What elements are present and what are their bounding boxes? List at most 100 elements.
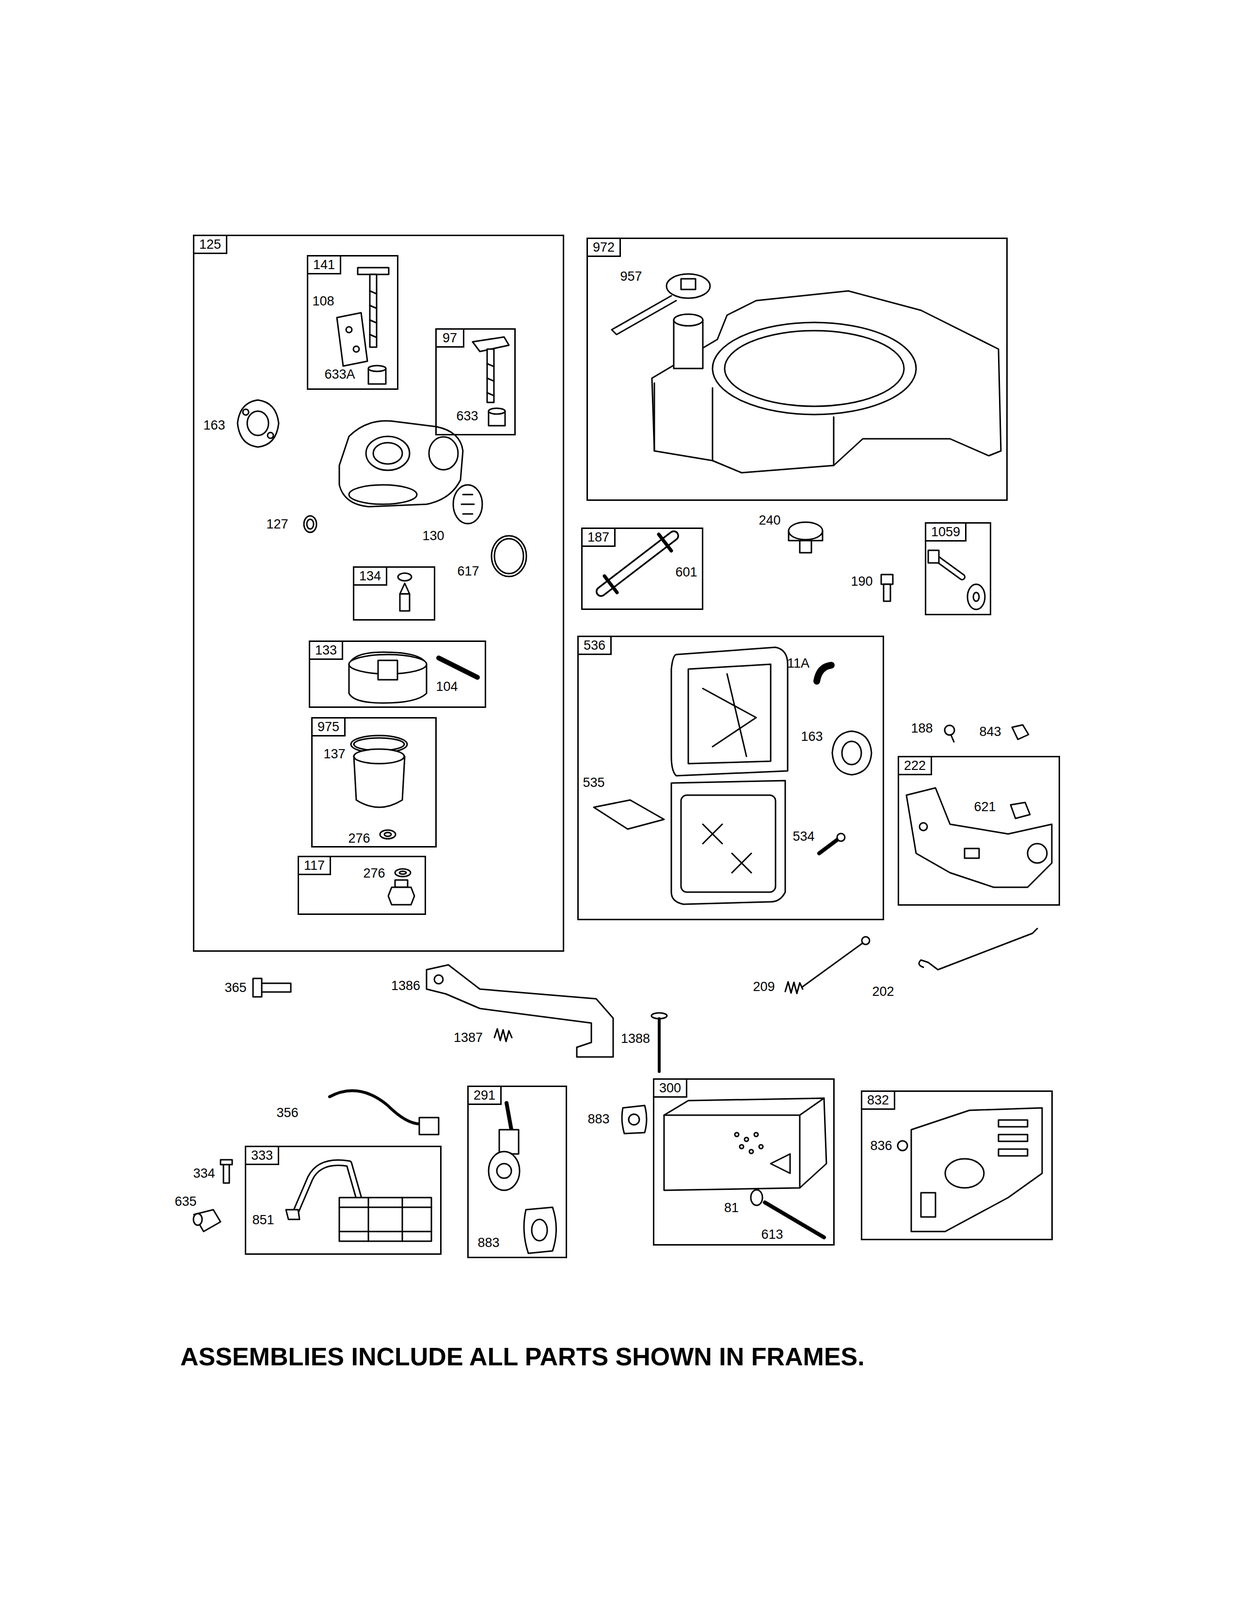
- bolt-washer-part: [967, 584, 985, 610]
- callout-number: 240: [758, 513, 781, 527]
- frame-number: 222: [897, 755, 933, 776]
- carburetor-gasket-part: [237, 399, 279, 447]
- ignition-parts-part: [419, 1117, 439, 1135]
- float-bowl-part: [384, 832, 392, 837]
- governor-bracket-part: [494, 1028, 512, 1042]
- idle-screw-part: [487, 348, 494, 403]
- air-cleaner-part: [832, 730, 872, 775]
- bowl-gasket-ring-part: [494, 538, 524, 574]
- callout-number: 130: [422, 529, 444, 543]
- float: [348, 651, 478, 703]
- needle-valve-part: [399, 593, 410, 611]
- muffler-part: [759, 1144, 763, 1149]
- carburetor-body: [339, 420, 463, 507]
- callout-number: 163: [203, 418, 225, 432]
- callout-number: 81: [724, 1201, 739, 1215]
- o-ring-part: [303, 515, 317, 533]
- small-hardware: [944, 724, 1029, 742]
- throttle-shaft-part: [368, 365, 386, 372]
- idle-screw-part: [488, 408, 506, 414]
- control-bracket-part: [964, 848, 980, 858]
- muffler-part: [749, 1149, 754, 1154]
- carburetor-gasket-part: [242, 409, 249, 415]
- callout-number: 843: [979, 725, 1001, 739]
- float-bowl-part: [380, 829, 396, 839]
- bolt: [253, 978, 291, 997]
- frame-number: 187: [581, 527, 616, 547]
- assembly-frame: 97633: [435, 328, 516, 436]
- needle-valve-part: [397, 572, 412, 581]
- spring-link-part: [919, 928, 1038, 970]
- air-cleaner-part: [593, 799, 665, 829]
- caption-note: ASSEMBLIES INCLUDE ALL PARTS SHOWN IN FR…: [180, 1342, 865, 1371]
- stop-switch-part: [531, 1219, 548, 1241]
- fuel-cap-part: [799, 540, 812, 553]
- stop-switch-part: [506, 1102, 512, 1130]
- assembly-frame: 53611A163535534: [577, 635, 885, 920]
- callout-number: 621: [973, 800, 996, 814]
- air-cleaner-part: [816, 665, 832, 682]
- callout-number: 365: [224, 981, 247, 995]
- callout-number: 633: [456, 409, 478, 423]
- assembly-frame: 972957: [586, 237, 1008, 501]
- muffler-part: [754, 1132, 759, 1137]
- muffler: [664, 1097, 827, 1237]
- air-cleaner-part: [671, 780, 786, 904]
- muffler-part: [744, 1137, 749, 1141]
- bolt-washer-part: [973, 592, 980, 602]
- carburetor-body-part: [373, 442, 403, 464]
- frame-number: 141: [306, 254, 342, 275]
- blower-housing-part: [681, 278, 696, 290]
- heat-shield: [897, 1107, 1043, 1232]
- stop-switch-part: [523, 1206, 557, 1253]
- heat-shield-part: [945, 1158, 984, 1188]
- muffler-part: [664, 1097, 824, 1188]
- frame-number: 117: [297, 855, 332, 875]
- bowl-nut-part: [399, 871, 407, 874]
- stop-switch-part: [499, 1129, 519, 1154]
- frame-number: 300: [652, 1077, 688, 1098]
- air-cleaner-part: [819, 838, 839, 854]
- frame-number: 1059: [924, 522, 967, 542]
- callout-number: 883: [477, 1236, 500, 1250]
- callout-number: 613: [760, 1227, 783, 1241]
- air-cleaner-part: [688, 664, 771, 764]
- stop-switch-part: [488, 1151, 520, 1190]
- callout-number: 535: [582, 776, 605, 790]
- float-bowl: [350, 735, 408, 839]
- callout-number: 11A: [787, 656, 810, 670]
- o-ring-part: [306, 519, 314, 529]
- welch-plug-part: [453, 484, 483, 524]
- air-cleaner: [593, 647, 872, 904]
- governor-bracket-part: [426, 964, 614, 1057]
- callout-number: 851: [252, 1213, 274, 1227]
- muffler-part: [739, 1144, 744, 1149]
- carburetor-body-part: [365, 436, 410, 471]
- ignition-parts-part: [223, 1163, 230, 1183]
- needle-valve-part: [399, 583, 410, 594]
- throttle-shaft-part: [336, 312, 368, 366]
- ignition-parts: [193, 1090, 439, 1241]
- ignition-parts-part: [193, 1213, 203, 1225]
- parts-drawing: [193, 267, 1052, 1253]
- carburetor-gasket: [237, 399, 279, 447]
- blower-housing-part: [673, 319, 703, 369]
- assembly-frame: 222 621: [897, 755, 1061, 906]
- throttle-shaft: [336, 267, 389, 384]
- callout-number: 276: [348, 831, 370, 845]
- frame-number: 133: [308, 640, 344, 660]
- callout-number: 202: [871, 984, 894, 999]
- frame-number: 832: [860, 1090, 896, 1110]
- small-hardware-part: [944, 725, 955, 735]
- float-part: [438, 657, 478, 678]
- fitting: [881, 574, 893, 602]
- frame-number: 291: [467, 1085, 502, 1105]
- bowl-nut: [388, 868, 415, 905]
- air-cleaner-part: [702, 824, 752, 873]
- throttle-shaft-part: [369, 274, 377, 348]
- assembly-frame: 291 883: [467, 1085, 568, 1258]
- fitting-part: [883, 584, 891, 602]
- air-cleaner-part: [837, 833, 845, 841]
- heat-shield-part: [920, 1192, 936, 1217]
